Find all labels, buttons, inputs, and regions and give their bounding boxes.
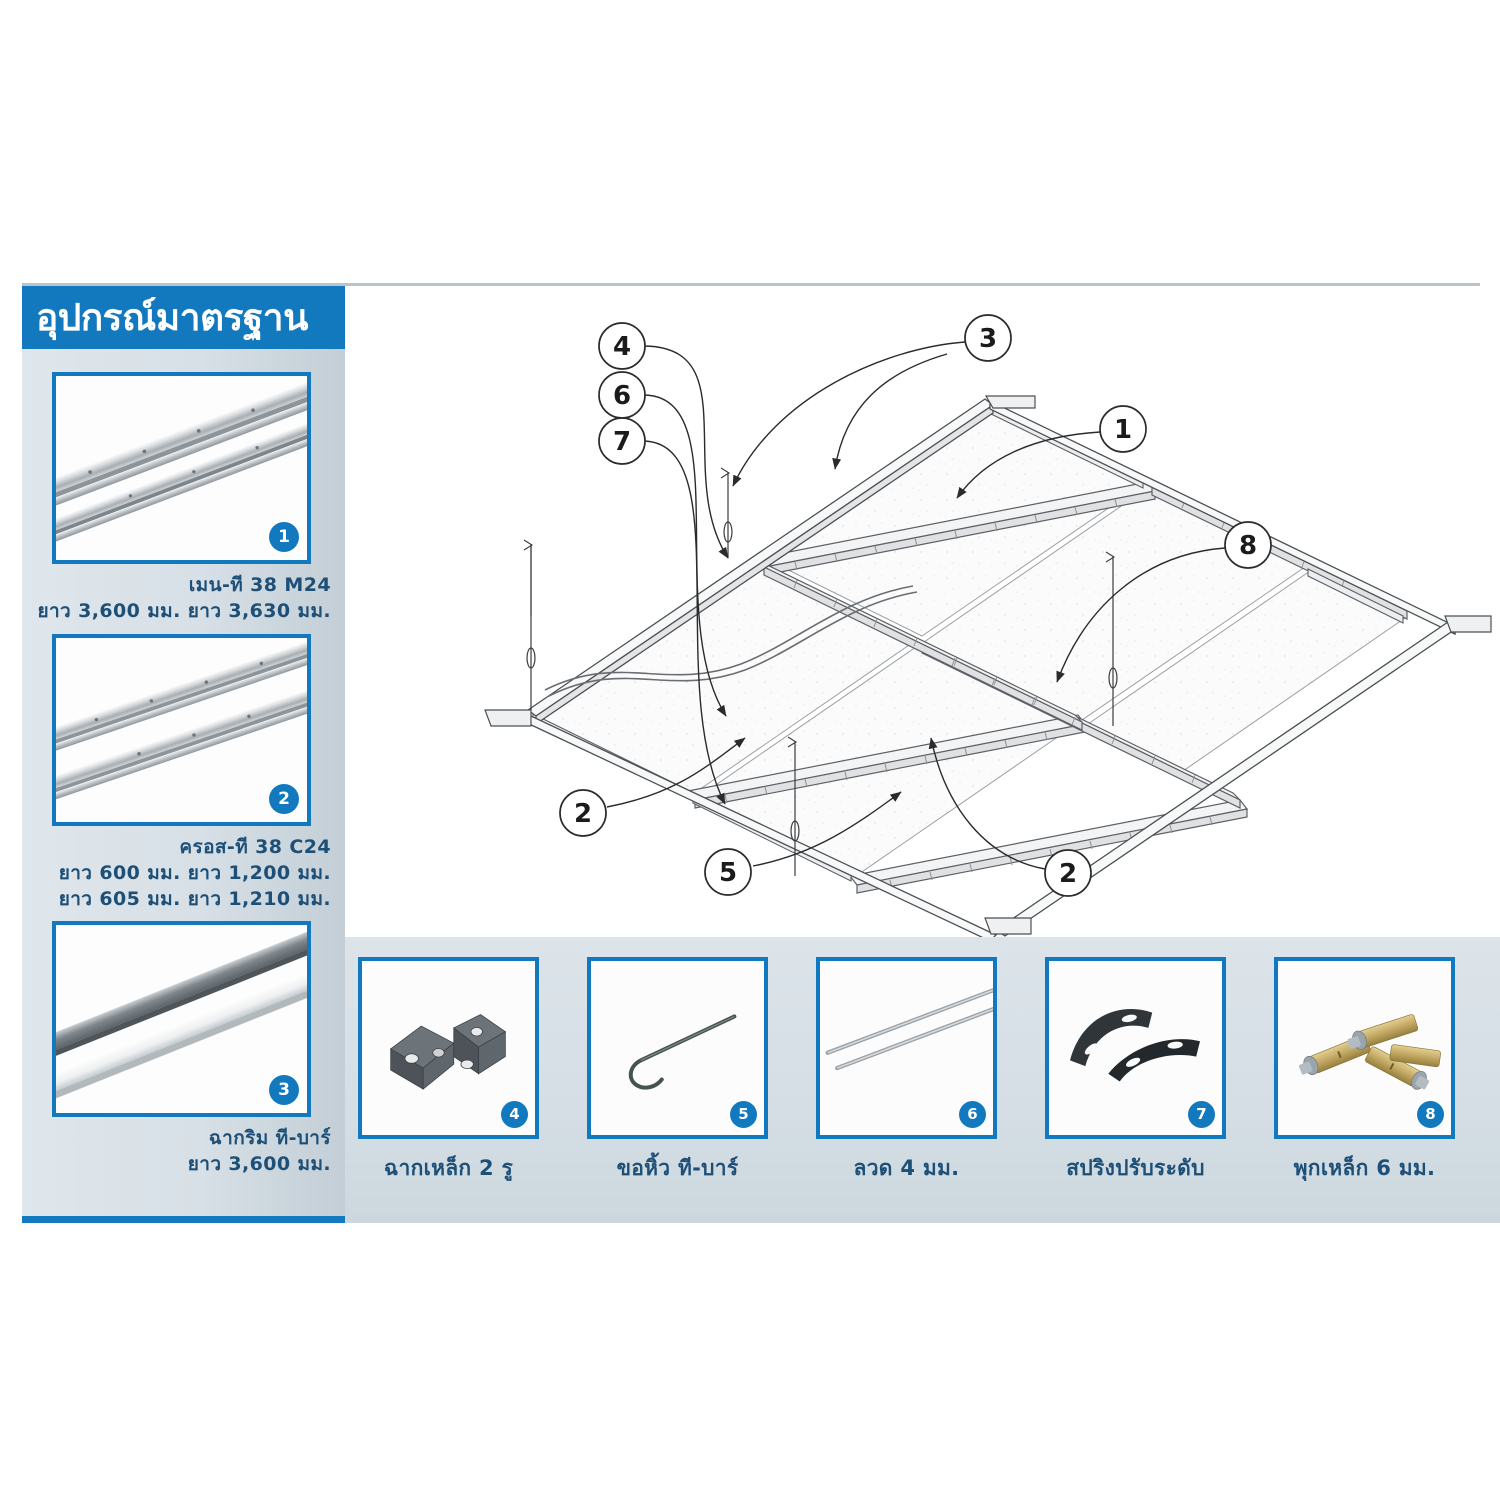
product-caption: ลวด 4 มม. <box>853 1156 960 1180</box>
badge-number: 3 <box>269 1075 299 1105</box>
badge-number: 6 <box>959 1101 986 1128</box>
product-item-steel-angle[interactable]: 4 ฉากเหล็ก 2 รู <box>358 957 539 1185</box>
ceiling-grid-illustration: 4 6 7 3 1 <box>484 314 1492 937</box>
product-caption: ขอหิ้ว ที-บาร์ <box>616 1156 739 1180</box>
callout-7[interactable]: 7 <box>598 417 646 465</box>
callout-2-left[interactable]: 2 <box>559 789 607 837</box>
caption-line: ยาว 600 มม. ยาว 1,200 มม. <box>58 862 331 885</box>
product-caption: ฉากริม ที-บาร์ ยาว 3,600 มม. <box>22 1125 345 1177</box>
hanger-wire <box>1105 551 1118 726</box>
ceiling-grid-diagram: 4 6 7 3 1 <box>345 286 1500 937</box>
callout-label: 5 <box>719 858 737 888</box>
t-bar-hook-wires <box>544 585 918 697</box>
badge-number: 2 <box>269 784 299 814</box>
product-caption: สปริงปรับระดับ <box>1066 1156 1205 1180</box>
product-item-wire[interactable]: 6 ลวด 4 มม. <box>816 957 997 1185</box>
callout-label: 7 <box>613 427 631 457</box>
hanger-wire <box>787 736 800 876</box>
product-photo-box: 6 <box>816 957 997 1139</box>
caption-line: ยาว 605 มม. ยาว 1,210 มม. <box>58 888 331 911</box>
ceiling-tiles <box>533 404 1406 879</box>
callout-4[interactable]: 4 <box>598 322 646 370</box>
page-title: อุปกรณ์มาตรฐาน <box>36 296 308 339</box>
product-photo-box: 1 <box>52 372 311 564</box>
badge-number: 7 <box>1188 1101 1215 1128</box>
callout-leaders <box>606 341 1226 870</box>
product-photo-box: 4 <box>358 957 539 1139</box>
cross-tee-photo <box>56 638 307 822</box>
hanger-wire <box>523 539 536 710</box>
product-caption: เมน-ที 38 M24 ยาว 3,600 มม. ยาว 3,630 มม… <box>22 572 345 624</box>
product-item-t-bar-hook[interactable]: 5 ขอหิ้ว ที-บาร์ <box>587 957 768 1185</box>
callout-label: 2 <box>574 799 592 829</box>
top-divider-rule <box>22 283 1480 286</box>
caption-line: ครอส-ที 38 C24 <box>179 836 331 858</box>
callout-2-right[interactable]: 2 <box>1044 849 1092 897</box>
badge-number: 1 <box>269 522 299 552</box>
product-photo-box: 2 <box>52 634 311 826</box>
product-caption: ฉากเหล็ก 2 รู <box>383 1156 514 1180</box>
badge-number: 8 <box>1417 1101 1444 1128</box>
callout-label: 8 <box>1239 531 1257 561</box>
product-caption: พุกเหล็ก 6 มม. <box>1293 1156 1436 1180</box>
product-photo-box: 8 <box>1274 957 1455 1139</box>
accessories-row: 4 ฉากเหล็ก 2 รู 5 ขอหิ้ว ที-บาร์ <box>345 937 1500 1223</box>
caption-line: ยาว 3,600 มม. ยาว 3,630 มม. <box>37 600 331 623</box>
callout-label: 3 <box>979 324 997 354</box>
main-tee-photo <box>56 376 307 560</box>
callout-label: 1 <box>1114 415 1132 445</box>
callout-bubbles: 4 6 7 3 1 <box>559 314 1272 897</box>
hanger-wire-assemblies <box>523 467 1118 876</box>
product-photo-box: 5 <box>587 957 768 1139</box>
badge-number: 4 <box>501 1101 528 1128</box>
product-item-steel-anchor[interactable]: 8 พุกเหล็ก 6 มม. <box>1274 957 1455 1185</box>
callout-3[interactable]: 3 <box>964 314 1012 362</box>
accessories-band: 4 ฉากเหล็ก 2 รู 5 ขอหิ้ว ที-บาร์ <box>345 937 1500 1223</box>
callout-8[interactable]: 8 <box>1224 521 1272 569</box>
callout-label: 6 <box>613 381 631 411</box>
sidebar-header: อุปกรณ์มาตรฐาน <box>22 286 345 349</box>
badge-number: 5 <box>730 1101 757 1128</box>
product-photo-box: 7 <box>1045 957 1226 1139</box>
hanger-wire <box>720 467 733 558</box>
callout-1[interactable]: 1 <box>1099 405 1147 453</box>
product-item-wall-angle[interactable]: 3 ฉากริม ที-บาร์ ยาว 3,600 มม. <box>22 921 345 1177</box>
product-caption: ครอส-ที 38 C24 ยาว 600 มม. ยาว 1,200 มม.… <box>22 834 345 913</box>
steel-angle-bracket-photo <box>362 961 535 1135</box>
callout-6[interactable]: 6 <box>598 371 646 419</box>
callout-label: 2 <box>1059 859 1077 889</box>
callout-label: 4 <box>613 332 631 362</box>
caption-line: ฉากริม ที-บาร์ <box>208 1127 331 1149</box>
product-photo-box: 3 <box>52 921 311 1117</box>
wall-angle-end-stubs <box>484 395 1492 935</box>
caption-line: ยาว 3,600 มม. <box>187 1153 331 1176</box>
product-item-leveling-spring[interactable]: 7 สปริงปรับระดับ <box>1045 957 1226 1185</box>
wall-angle-photo <box>56 925 307 1113</box>
caption-line: เมน-ที 38 M24 <box>188 574 331 596</box>
callout-5[interactable]: 5 <box>704 848 752 896</box>
standard-equipment-sidebar: อุปกรณ์มาตรฐาน <box>22 286 345 1223</box>
product-item-main-tee[interactable]: 1 เมน-ที 38 M24 ยาว 3,600 มม. ยาว 3,630 … <box>22 372 345 624</box>
product-item-cross-tee[interactable]: 2 ครอส-ที 38 C24 ยาว 600 มม. ยาว 1,200 ม… <box>22 634 345 913</box>
